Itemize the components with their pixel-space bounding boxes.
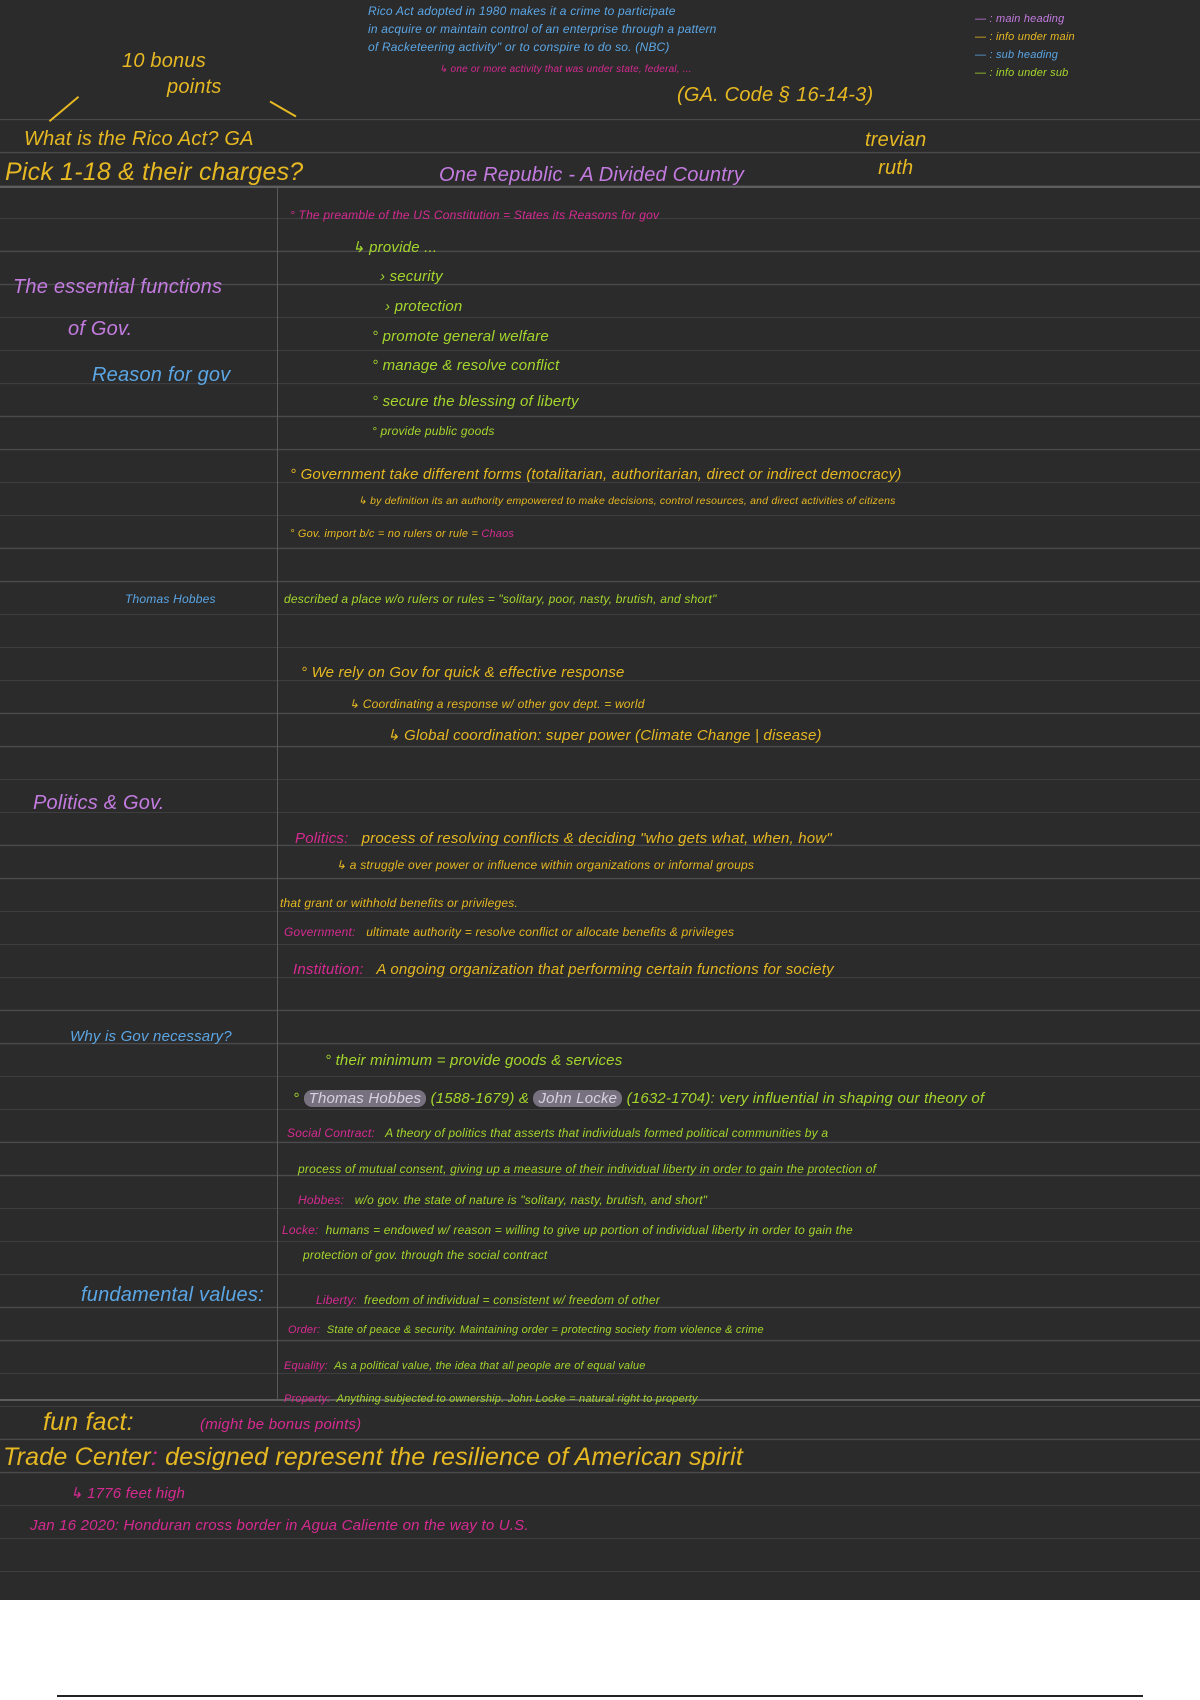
heading-functions: The essential functions: [13, 276, 223, 298]
note-hobbes: Hobbes: w/o gov. the state of nature is …: [298, 1193, 707, 1207]
subheading-reason: Reason for gov: [92, 364, 231, 386]
note-coordinating: ↳ Coordinating a response w/ other gov d…: [349, 697, 645, 711]
highlight-hobbes: Thomas Hobbes: [303, 1090, 427, 1107]
term-label: Institution:: [293, 961, 364, 978]
note-goods: ° provide public goods: [372, 424, 495, 438]
bonus-note: 10 bonus points: [122, 48, 222, 100]
term-label: Property:: [284, 1393, 331, 1405]
rico-line: of Racketeering activity" or to conspire…: [368, 40, 670, 54]
term-definition: ultimate authority = resolve conflict or…: [366, 925, 735, 939]
note-described: described a place w/o rulers or rules = …: [284, 592, 717, 606]
legend-main-heading: — : main heading: [975, 13, 1065, 25]
fun-fact-trade-center: Trade Center: designed represent the res…: [3, 1443, 743, 1471]
term-definition: Anything subjected to ownership. John Lo…: [336, 1393, 698, 1405]
bonus-line: points: [167, 76, 222, 98]
fun-fact-label: fun fact:: [43, 1408, 134, 1436]
note-equality-value: Equality: As a political value, the idea…: [284, 1360, 646, 1372]
student-names: trevian ruth: [865, 126, 926, 182]
section-divider: [0, 1399, 1200, 1401]
import-text: ° Gov. import b/c = no rulers or rule =: [290, 528, 482, 540]
note-liberty-value: Liberty: freedom of individual = consist…: [316, 1293, 660, 1307]
note-minimum: ° their minimum = provide goods & servic…: [325, 1052, 623, 1069]
rico-question: What is the Rico Act? GA: [24, 128, 254, 150]
header-divider: [0, 186, 1200, 188]
term-label: Government:: [284, 925, 356, 939]
rico-sub-note: ↳ one or more activity that was under st…: [439, 64, 692, 75]
note-liberty: ° secure the blessing of liberty: [372, 393, 579, 410]
legend-info-main: — : info under main: [975, 31, 1075, 43]
term-definition: freedom of individual = consistent w/ fr…: [364, 1293, 660, 1307]
trade-center-text: designed represent the resilience of Ame…: [165, 1443, 743, 1471]
term-label: Politics:: [295, 830, 349, 847]
note-order-value: Order: State of peace & security. Mainta…: [288, 1324, 764, 1336]
locke-years: (1632-1704): very influential in shaping…: [626, 1090, 985, 1107]
note-security: › security: [380, 268, 443, 285]
term-definition: State of peace & security. Maintaining o…: [326, 1324, 764, 1336]
color-legend: — : main heading — : info under main — :…: [975, 10, 1075, 82]
note-institution: Institution: A ongoing organization that…: [293, 961, 834, 978]
term-definition: A ongoing organization that performing c…: [376, 961, 834, 978]
trade-center-label: Trade Center: [3, 1443, 151, 1471]
note-welfare: ° promote general welfare: [372, 328, 549, 345]
notebook-page: 10 bonus points Rico Act adopted in 1980…: [0, 0, 1200, 1600]
note-struggle: ↳ a struggle over power or influence wit…: [336, 858, 755, 872]
highlight-locke: John Locke: [533, 1090, 623, 1107]
rico-line: Rico Act adopted in 1980 makes it a crim…: [368, 4, 676, 18]
heading-functions-2: of Gov.: [68, 318, 133, 340]
heading-politics: Politics & Gov.: [33, 792, 165, 814]
note-conflict: ° manage & resolve conflict: [372, 357, 560, 374]
term-definition: w/o gov. the state of nature is "solitar…: [354, 1193, 708, 1207]
subheading-values: fundamental values:: [81, 1284, 264, 1306]
name: ruth: [878, 157, 914, 179]
name: trevian: [865, 129, 927, 151]
note-locke: Locke: humans = endowed w/ reason = will…: [282, 1223, 853, 1237]
term-label: Liberty:: [316, 1293, 357, 1307]
term-label: Hobbes:: [298, 1193, 345, 1207]
note-social-contract: Social Contract: A theory of politics th…: [287, 1126, 828, 1140]
legend-sub-heading: — : sub heading: [975, 49, 1059, 61]
note-social-contract-2: process of mutual consent, giving up a m…: [298, 1162, 877, 1176]
note-philosophers: ° Thomas Hobbes (1588-1679) & John Locke…: [293, 1090, 985, 1107]
fun-fact-bonus: (might be bonus points): [200, 1416, 362, 1433]
note-locke-2: protection of gov. through the social co…: [303, 1248, 548, 1262]
term-label: Order:: [288, 1324, 321, 1336]
note-provide: ↳ provide ...: [352, 239, 438, 256]
rico-definition: Rico Act adopted in 1980 makes it a crim…: [368, 2, 717, 56]
subheading-hobbes: Thomas Hobbes: [125, 592, 216, 606]
term-definition: As a political value, the idea that all …: [334, 1360, 646, 1372]
term-label: Equality:: [284, 1360, 328, 1372]
margin-line: [277, 187, 278, 1400]
term-definition: process of resolving conflicts & decidin…: [361, 830, 832, 847]
term-definition: humans = endowed w/ reason = willing to …: [325, 1223, 853, 1237]
subheading-why: Why is Gov necessary?: [70, 1028, 232, 1045]
page-title: One Republic - A Divided Country: [439, 164, 745, 186]
fun-fact-height: ↳ 1776 feet high: [70, 1485, 186, 1502]
term-label: Social Contract:: [287, 1126, 375, 1140]
term-definition: A theory of politics that asserts that i…: [385, 1126, 829, 1140]
header-area: [0, 0, 1200, 119]
note-forms: ° Government take different forms (total…: [290, 466, 902, 483]
rico-line: in acquire or maintain control of an ent…: [368, 22, 717, 36]
note-definition: ↳ by definition its an authority empower…: [358, 495, 896, 507]
note-preamble: ° The preamble of the US Constitution = …: [290, 208, 660, 222]
note-global: ↳ Global coordination: super power (Clim…: [387, 727, 822, 744]
note-import: ° Gov. import b/c = no rulers or rule = …: [290, 528, 514, 540]
note-government: Government: ultimate authority = resolve…: [284, 925, 734, 939]
note-property-value: Property: Anything subjected to ownershi…: [284, 1393, 698, 1405]
note-politics: Politics: process of resolving conflicts…: [295, 830, 832, 847]
term-label: Locke:: [282, 1223, 319, 1237]
bonus-line: 10 bonus: [122, 50, 206, 72]
fun-fact-honduran: Jan 16 2020: Honduran cross border in Ag…: [30, 1517, 529, 1534]
charges-question: Pick 1-18 & their charges?: [5, 158, 304, 186]
chaos-term: Chaos: [481, 528, 515, 540]
ga-code: (GA. Code § 16-14-3): [677, 84, 874, 106]
note-grant: that grant or withhold benefits or privi…: [280, 896, 518, 910]
note-rely: ° We rely on Gov for quick & effective r…: [301, 664, 625, 681]
legend-info-sub: — : info under sub: [975, 67, 1069, 79]
hobbes-years: (1588-1679) &: [430, 1090, 530, 1107]
note-protection: › protection: [385, 298, 463, 315]
page-bottom-line: [57, 1695, 1143, 1697]
